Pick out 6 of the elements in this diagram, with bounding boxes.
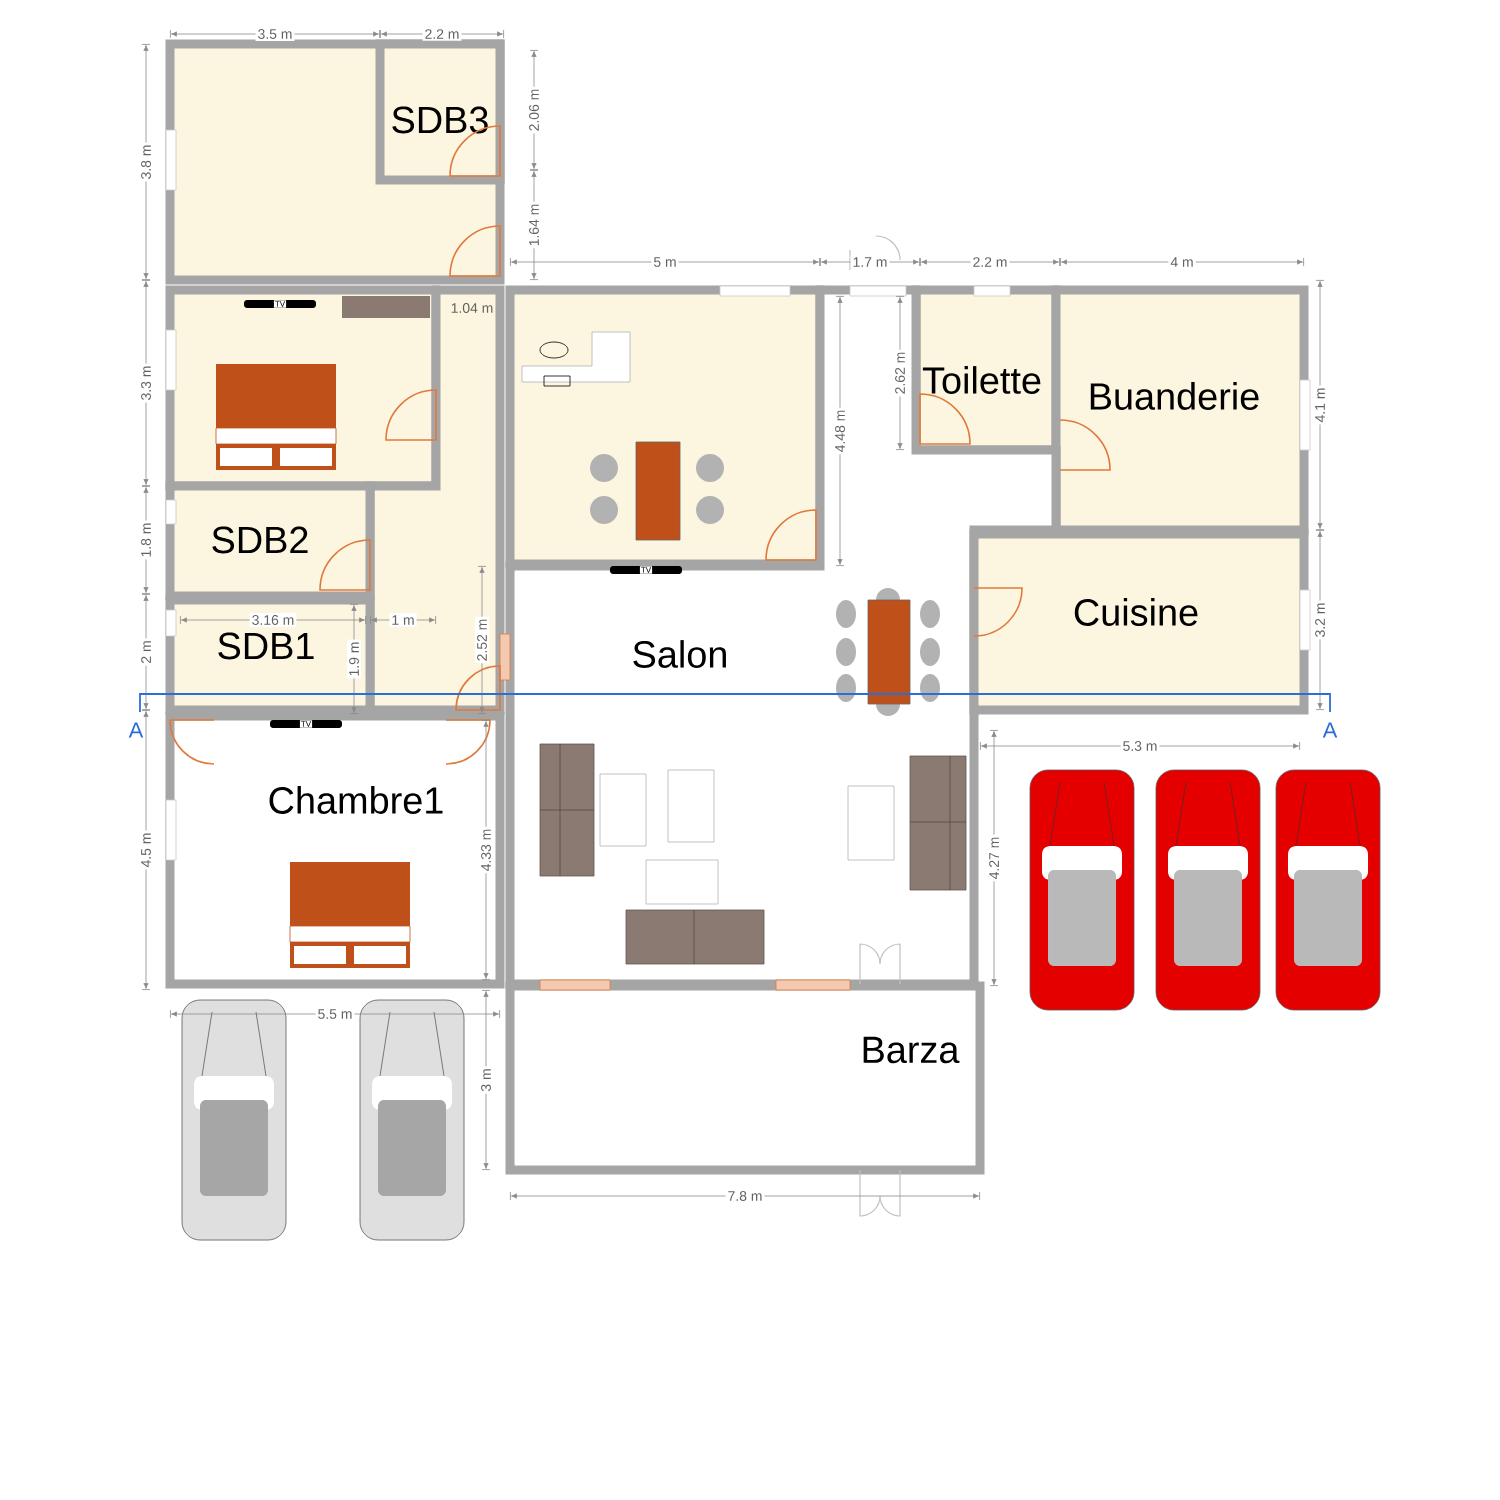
room: SDB2 xyxy=(165,481,375,601)
section-marker: A xyxy=(128,722,144,738)
room: Barza xyxy=(505,981,985,1175)
room: Cuisine xyxy=(969,529,1309,715)
room: SDB3 xyxy=(375,39,505,185)
section-marker: A xyxy=(1322,722,1338,738)
